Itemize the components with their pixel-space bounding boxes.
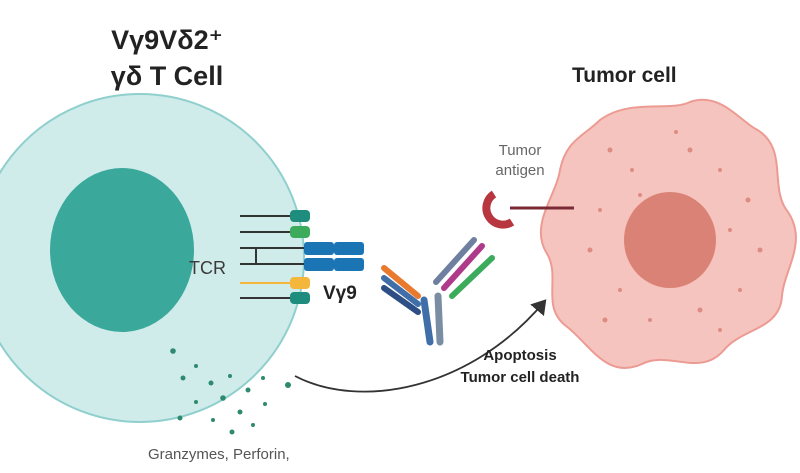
gamma-delta-t-cell	[0, 93, 305, 423]
tcr-domain-yellow	[290, 277, 310, 289]
tcr-domain-teal-2	[290, 292, 310, 304]
tcr-complex	[240, 210, 364, 304]
apoptosis-arrow	[294, 299, 547, 393]
t-cell-title-line1: Vγ9Vδ2⁺	[111, 25, 223, 55]
tumor-antigen-label: Tumor antigen	[484, 141, 556, 181]
antibody	[381, 237, 495, 346]
tcr-chain-blue-3	[304, 258, 334, 271]
antibody-arm-right-inner	[433, 237, 477, 285]
tcr-chain-blue-1	[304, 242, 334, 255]
antibody-arm-right-outer	[449, 255, 495, 299]
antibody-fc-right	[434, 292, 444, 346]
tumor-antigen	[482, 190, 574, 229]
tumor-cell-title: Tumor cell	[572, 64, 677, 87]
apoptosis-label: Apoptosis Tumor cell death	[440, 345, 600, 389]
antibody-arm-left-outer	[381, 265, 421, 299]
apoptosis-label-line2: Tumor cell death	[460, 369, 580, 386]
tcr-chain-blue-2	[334, 242, 364, 255]
apoptosis-label-line1: Apoptosis	[483, 347, 557, 364]
t-cell-nucleus	[50, 168, 194, 332]
granzymes-label: Granzymes, Perforin,	[148, 446, 290, 463]
tcr-chain-blue-4	[334, 258, 364, 271]
tumor-antigen-label-line1: Tumor	[498, 142, 542, 159]
tcr-domain-teal-1	[290, 210, 310, 222]
tumor-cell-nucleus	[624, 192, 716, 288]
antibody-arm-left-inner	[381, 285, 421, 315]
antibody-arm-right-mid	[441, 243, 485, 291]
antigen-cup	[482, 190, 515, 229]
vgamma9-label: Vγ9	[323, 283, 357, 304]
tumor-cell-dots	[587, 130, 763, 332]
tcr-domain-green	[290, 226, 310, 238]
granzyme-granules	[170, 348, 291, 435]
tcr-label: TCR	[189, 258, 226, 278]
t-cell-title: Vγ9Vδ2⁺ γδ T Cell	[62, 22, 272, 94]
tumor-cell	[539, 98, 797, 369]
t-cell-title-line2: γδ T Cell	[110, 61, 224, 91]
antibody-fc-left	[420, 296, 434, 346]
antibody-arm-left-mid	[381, 275, 421, 307]
tumor-antigen-label-line2: antigen	[495, 162, 545, 179]
